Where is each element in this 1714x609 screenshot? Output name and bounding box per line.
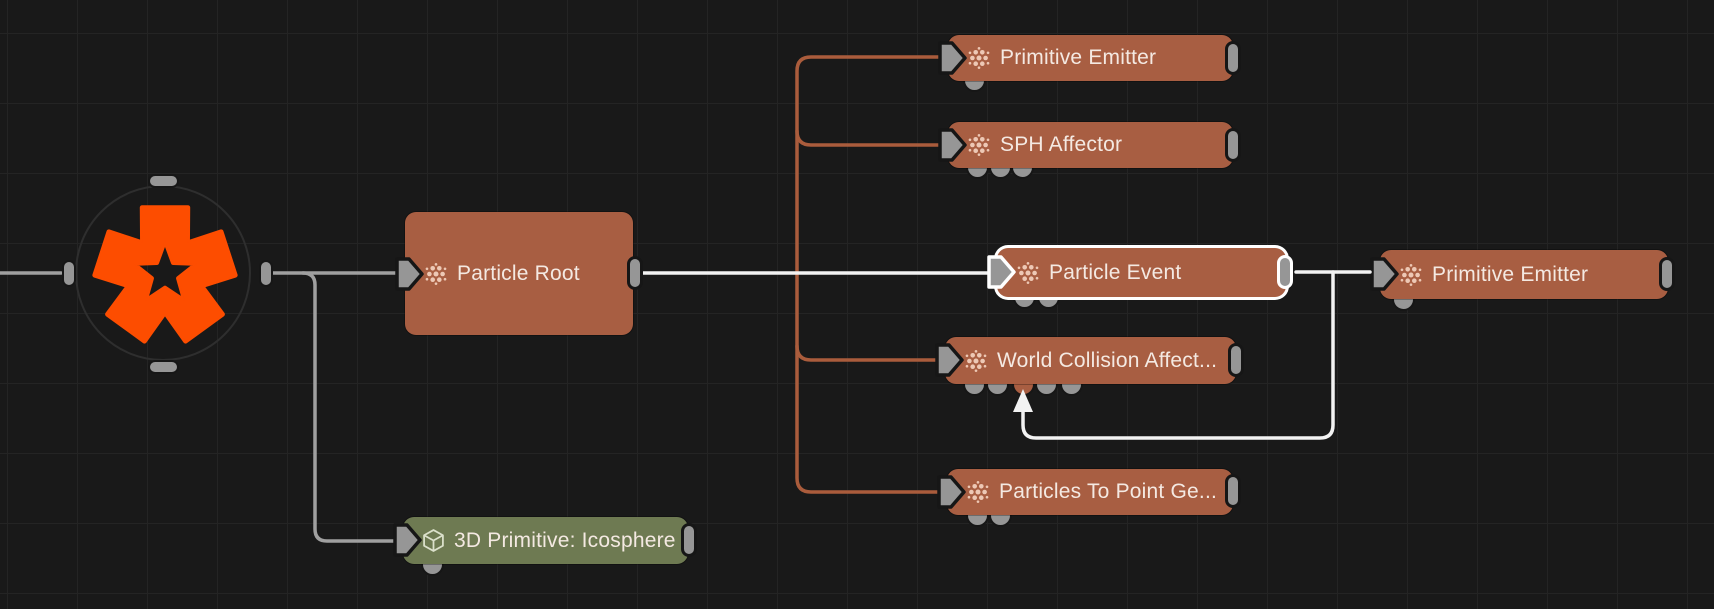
particles-icon [965, 349, 987, 372]
input-connector-sph-affector[interactable] [936, 123, 970, 167]
node-particles-to-point[interactable]: Particles To Point Ge... [947, 469, 1233, 515]
particles-icon [967, 481, 989, 503]
node-title: 3D Primitive: Icosphere [454, 528, 676, 552]
input-connector-particles-to-point[interactable] [935, 470, 969, 514]
node-primitive-emitter-top[interactable]: Primitive Emitter [948, 35, 1233, 81]
node-title: Particle Root [457, 261, 580, 285]
particles-icon [1400, 263, 1422, 286]
wire-root-to-sph[interactable] [795, 129, 949, 147]
bypass-top-connector[interactable] [148, 174, 179, 188]
particles-icon [425, 262, 447, 285]
node-particle-event[interactable]: Particle Event [997, 248, 1286, 297]
node-title: World Collision Affect... [997, 348, 1218, 372]
particle-system-logo-icon[interactable] [90, 199, 240, 349]
wire-root-to-collision[interactable] [795, 344, 944, 362]
node-primitive-emitter-right[interactable]: Primitive Emitter [1380, 250, 1668, 299]
node-title: SPH Affector [1000, 133, 1123, 156]
input-connector-primitive-emitter-top[interactable] [936, 36, 970, 80]
node-title: Particles To Point Ge... [999, 480, 1218, 503]
node-title: Primitive Emitter [1432, 262, 1589, 286]
node-3d-primitive-icosphere[interactable]: 3D Primitive: Icosphere [403, 517, 688, 564]
input-connector-world-collision[interactable] [933, 338, 967, 382]
input-connector-icosphere[interactable] [391, 518, 425, 562]
particles-icon [968, 47, 990, 69]
output-connector-icosphere[interactable] [681, 523, 697, 557]
particles-icon [968, 134, 990, 156]
input-connector-particle-root[interactable] [393, 252, 427, 296]
node-sph-affector[interactable]: SPH Affector [948, 122, 1233, 168]
output-connector-particle-root[interactable] [627, 256, 643, 290]
output-connector-primitive-emitter-right[interactable] [1659, 257, 1675, 291]
node-title: Particle Event [1049, 260, 1182, 284]
output-connector-sph-affector[interactable] [1225, 128, 1241, 162]
bypass-input-connector[interactable] [62, 260, 76, 287]
output-connector-primitive-emitter-top[interactable] [1225, 41, 1241, 75]
wire-bypass-to-icosphere[interactable] [301, 271, 400, 543]
output-connector-world-collision[interactable] [1228, 343, 1244, 377]
node-particle-root[interactable]: Particle Root [405, 212, 633, 335]
output-connector-particle-event[interactable] [1277, 255, 1293, 289]
particles-icon [1017, 261, 1039, 284]
input-connector-primitive-emitter-right[interactable] [1368, 252, 1402, 296]
output-connector-particles-to-point[interactable] [1225, 474, 1241, 508]
bypass-output-connector[interactable] [259, 260, 273, 287]
bypass-bottom-connector[interactable] [148, 360, 179, 374]
cube-icon [423, 529, 444, 552]
input-connector-particle-event[interactable] [985, 250, 1019, 294]
node-world-collision-affector[interactable]: World Collision Affect... [945, 337, 1236, 384]
node-title: Primitive Emitter [1000, 46, 1157, 69]
